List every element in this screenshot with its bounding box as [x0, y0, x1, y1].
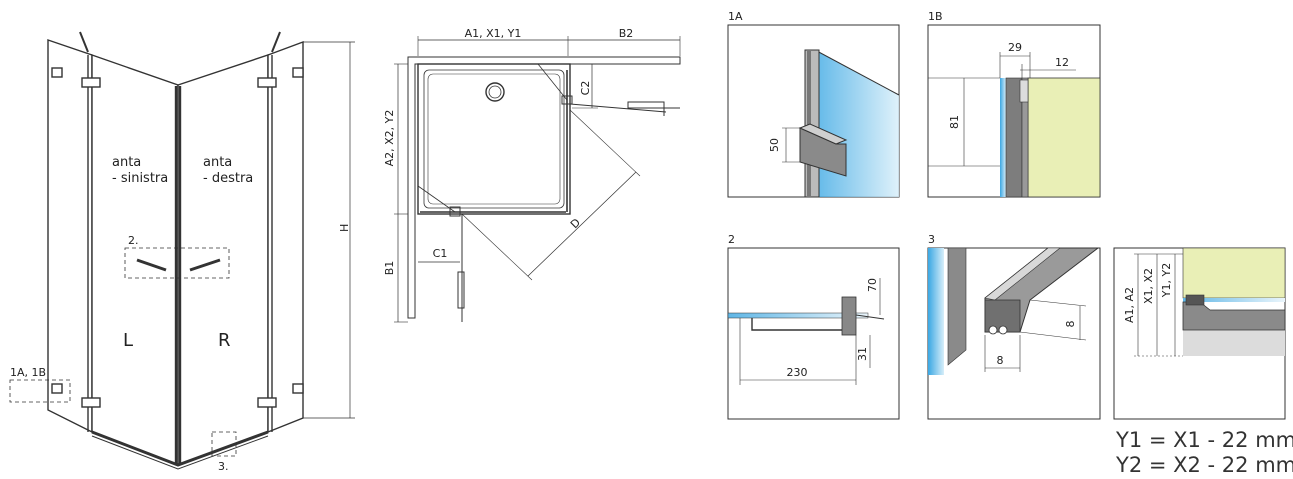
hinge-callout: 1A, 1B — [10, 366, 46, 379]
detail-1b — [927, 24, 1101, 198]
plan-c2-label: C2 — [579, 81, 592, 96]
height-dimension-label: H — [338, 224, 351, 232]
plan-view — [394, 36, 681, 323]
detail-3-title: 3 — [928, 233, 935, 246]
handle-callout: 2. — [128, 234, 139, 247]
section-y-label: Y1, Y2 — [1160, 263, 1173, 298]
detail-2-title: 2 — [728, 233, 735, 246]
detail-2-length: 230 — [787, 366, 808, 379]
plan-depth-label: A2, X2, Y2 — [383, 110, 396, 167]
detail-1a — [727, 24, 900, 198]
left-door-label-line1: anta — [112, 155, 141, 170]
plan-b1-label: B1 — [383, 261, 396, 276]
detail-3-width: 8 — [997, 354, 1004, 367]
detail-1b-title: 1B — [928, 10, 943, 23]
bottom-profile-callout: 3. — [218, 460, 229, 473]
section-a-label: A1, A2 — [1123, 287, 1136, 323]
detail-2-bottom: 31 — [856, 347, 869, 361]
right-letter: R — [218, 330, 231, 351]
left-letter: L — [123, 330, 133, 351]
section-x-label: X1, X2 — [1142, 268, 1155, 304]
detail-1b-gap: 12 — [1055, 56, 1069, 69]
detail-1b-width: 29 — [1008, 41, 1022, 54]
shower-cabin-view — [9, 31, 355, 470]
detail-2-top: 70 — [866, 278, 879, 292]
plan-width-label: A1, X1, Y1 — [465, 27, 522, 40]
right-door-label-line2: - destra — [203, 171, 253, 186]
plan-b2-label: B2 — [619, 27, 634, 40]
left-door-label-line2: - sinistra — [112, 171, 168, 186]
detail-3-height: 8 — [1064, 321, 1077, 328]
right-door-label-line1: anta — [203, 155, 232, 170]
detail-1a-title: 1A — [728, 10, 743, 23]
plan-diagonal-label: D — [568, 216, 583, 231]
detail-wall-section — [1113, 247, 1286, 420]
detail-1b-height: 81 — [948, 115, 961, 129]
formula-y1: Y1 = X1 - 22 mm — [1116, 428, 1293, 452]
detail-3 — [927, 247, 1101, 420]
detail-1a-dim: 50 — [768, 138, 781, 152]
formula-y2: Y2 = X2 - 22 mm — [1116, 453, 1293, 477]
plan-c1-label: C1 — [433, 247, 448, 260]
detail-2 — [727, 247, 900, 420]
